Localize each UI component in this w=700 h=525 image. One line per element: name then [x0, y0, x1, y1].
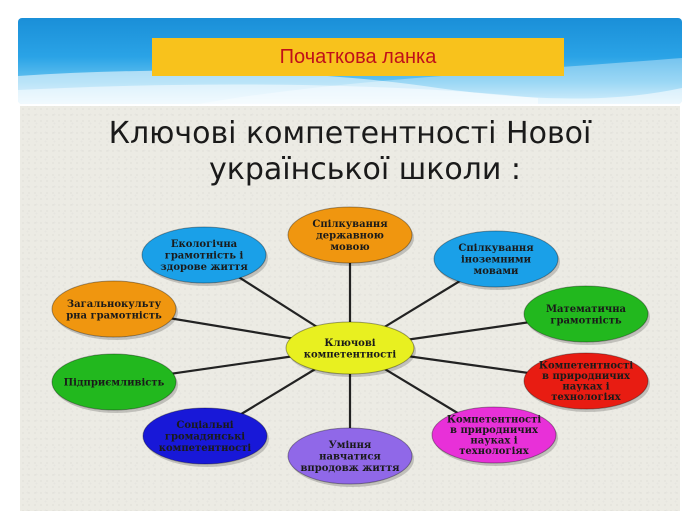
node-bubble: [142, 407, 268, 465]
node-bubble: [287, 206, 413, 264]
node-bubble: [141, 226, 267, 284]
node-bubble: [433, 230, 559, 288]
node-bubble: [287, 427, 413, 485]
node-bubble: [523, 285, 649, 343]
node-bubble: [431, 406, 557, 464]
node-bubble: [51, 280, 177, 338]
node-label-entrepreneurship: Підприємливість: [64, 378, 165, 389]
slide-content: Ключові компетентності Нової української…: [20, 106, 680, 511]
section-label: Початкова ланка: [152, 38, 564, 76]
slide-title-line-1: Ключові компетентності Нової: [108, 116, 592, 151]
node-bubble: [523, 352, 649, 410]
slide-title: Ключові компетентності Нової української…: [20, 116, 680, 188]
slide-title-line-2: української школи :: [208, 152, 521, 187]
node-entrepreneurship: Підприємливість: [51, 353, 178, 413]
node-bubble: [285, 321, 415, 375]
node-bubble: [51, 353, 177, 411]
